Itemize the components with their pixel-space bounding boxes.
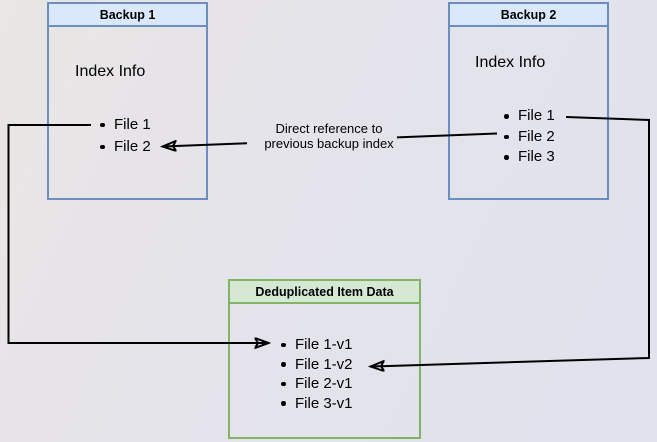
list-item: File 1-v1 bbox=[279, 335, 353, 355]
dedup-file-list: File 1-v1 File 1-v2 File 2-v1 File 3-v1 bbox=[279, 335, 353, 413]
direct-reference-label: Direct reference to previous backup inde… bbox=[240, 121, 418, 151]
direct-reference-label-line1: Direct reference to bbox=[275, 121, 383, 136]
backup2-box: Backup 2 Index Info File 1 File 2 File 3 bbox=[448, 2, 609, 200]
backup1-index-info-label: Index Info bbox=[75, 63, 146, 80]
backup2-index-info-label: Index Info bbox=[475, 54, 546, 71]
list-item: File 2 bbox=[98, 136, 151, 158]
backup2-title: Backup 2 bbox=[500, 7, 557, 22]
list-item: File 2-v1 bbox=[279, 374, 353, 394]
list-item: File 1-v2 bbox=[279, 355, 353, 375]
dedup-title: Deduplicated Item Data bbox=[255, 284, 394, 299]
list-item: File 2 bbox=[502, 127, 555, 148]
list-item: File 3 bbox=[502, 147, 555, 168]
dedup-box: Deduplicated Item Data File 1-v1 File 1-… bbox=[228, 279, 421, 439]
direct-reference-label-line2: previous backup index bbox=[264, 135, 394, 151]
backup1-box: Backup 1 Index Info File 1 File 2 bbox=[47, 2, 208, 200]
backup2-file-list: File 1 File 2 File 3 bbox=[502, 106, 555, 168]
dedup-header: Deduplicated Item Data bbox=[230, 281, 419, 304]
backup1-file-list: File 1 File 2 bbox=[98, 114, 151, 158]
list-item: File 1 bbox=[98, 114, 151, 136]
list-item: File 3-v1 bbox=[279, 394, 353, 414]
backup1-header: Backup 1 bbox=[49, 4, 206, 27]
backup2-header: Backup 2 bbox=[450, 4, 607, 27]
list-item: File 1 bbox=[502, 106, 555, 127]
backup1-title: Backup 1 bbox=[99, 7, 156, 22]
